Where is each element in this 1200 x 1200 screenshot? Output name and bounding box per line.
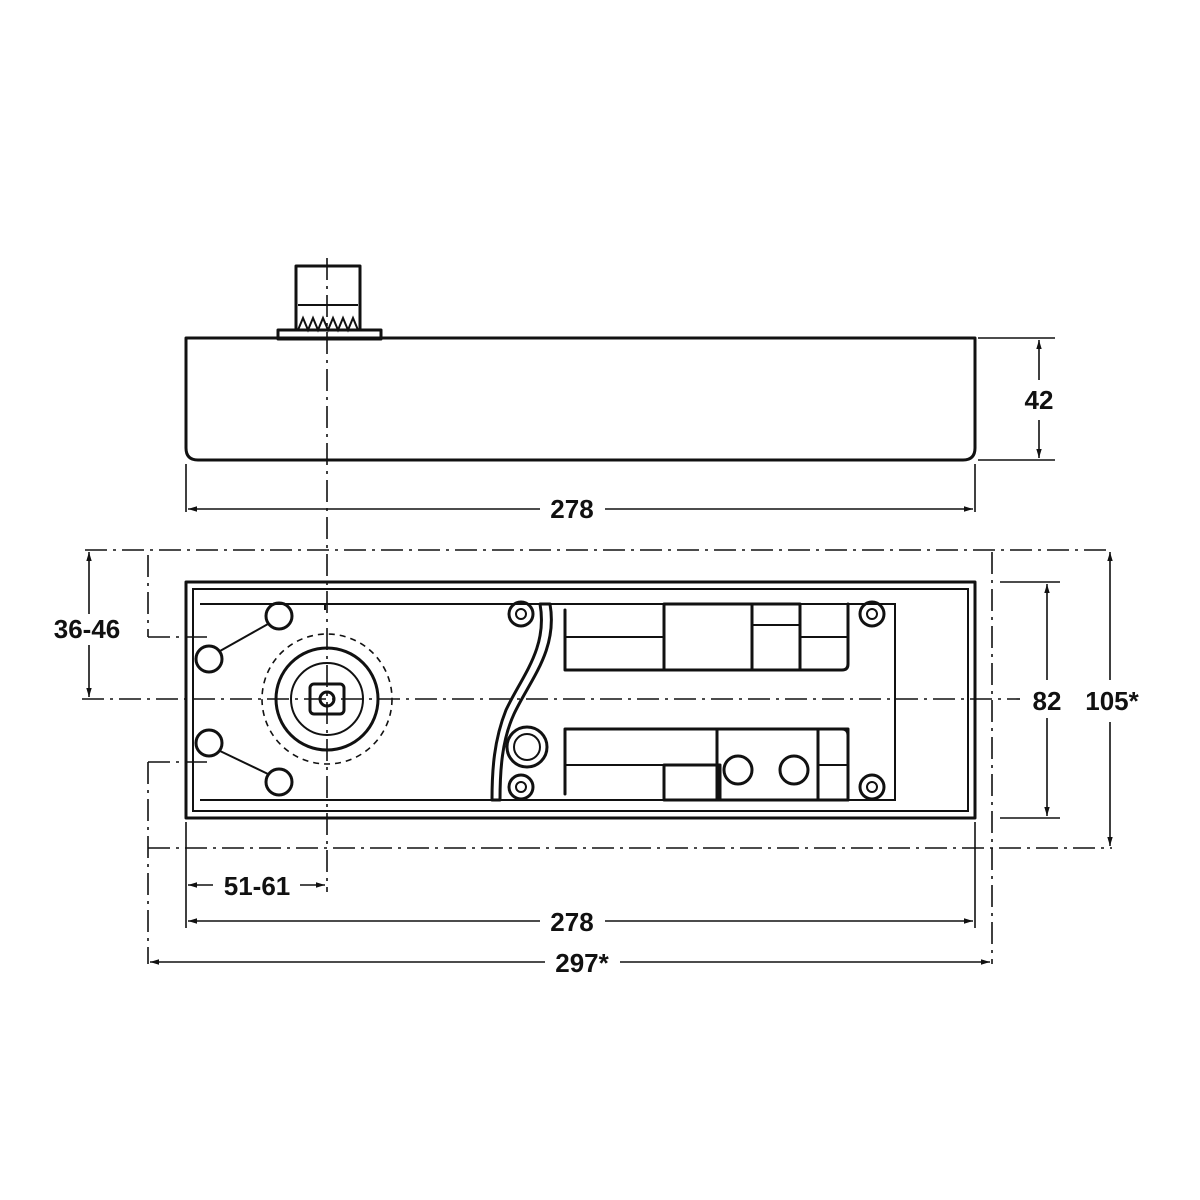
dim-label-recess-width: 105*	[1085, 686, 1139, 716]
valve-ring	[505, 725, 549, 769]
dimension-spindle-y-offset: 36-46	[42, 552, 134, 697]
lower-piston-assembly	[563, 727, 850, 802]
spindle-knurl	[297, 315, 359, 333]
dimension-side-length: 278	[185, 464, 976, 524]
dim-label-spindle-y-offset: 36-46	[54, 614, 121, 644]
recess-outline	[85, 549, 1112, 964]
spindle-outer-ring	[274, 646, 380, 752]
dimension-side-height: 42	[978, 337, 1055, 461]
dim-label-side-height: 42	[1025, 385, 1054, 415]
cam-plate	[490, 602, 553, 802]
mounting-hole-icon	[264, 601, 294, 631]
top-view-inner-frame	[192, 588, 969, 812]
dim-label-body-length: 278	[550, 907, 593, 937]
spindle-pin	[318, 690, 336, 708]
side-view	[184, 264, 977, 462]
adjustment-valve-icon	[778, 754, 810, 786]
dimension-recess-width: 105*	[1082, 552, 1144, 846]
dim-label-side-length: 278	[550, 494, 593, 524]
top-view	[184, 580, 977, 820]
dim-label-body-width: 82	[1033, 686, 1062, 716]
dimension-spindle-x-offset: 51-61	[185, 822, 325, 901]
spindle-middle-ring	[290, 662, 364, 736]
spindle-square-drive	[308, 682, 346, 716]
adjustment-valve-icon	[722, 754, 754, 786]
dim-label-spindle-x-offset: 51-61	[224, 871, 291, 901]
side-view-body	[184, 336, 977, 462]
housing-outline	[200, 603, 896, 801]
dimension-body-width: 82	[1000, 581, 1070, 819]
dimension-recess-length: 297*	[150, 948, 990, 978]
top-view-cover-plate	[184, 580, 977, 820]
screw-holes	[507, 600, 886, 801]
dim-label-recess-length: 297*	[555, 948, 609, 978]
mounting-hole-icon	[194, 644, 224, 674]
upper-piston-assembly	[563, 602, 850, 672]
link-arm	[219, 623, 269, 652]
spindle-hidden-circle	[261, 633, 393, 765]
mounting-hole-icon	[264, 767, 294, 797]
mounting-hole-icon	[194, 728, 224, 758]
valve-ring-inner	[513, 733, 541, 761]
dimension-body-length: 278	[185, 822, 976, 937]
spindle-cap	[294, 264, 362, 332]
link-arm	[219, 750, 269, 775]
